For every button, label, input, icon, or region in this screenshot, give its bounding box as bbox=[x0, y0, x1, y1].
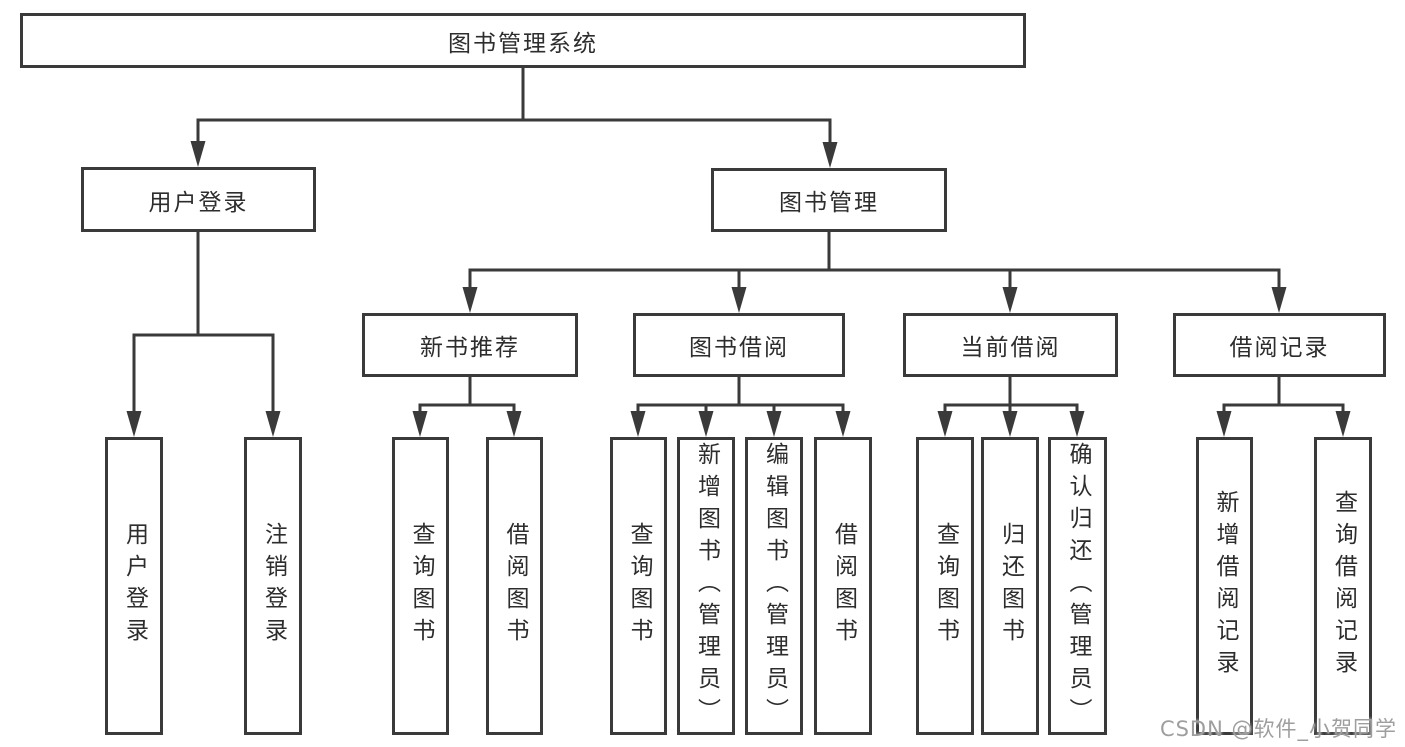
node-book-borrowing: 图书借阅 bbox=[633, 313, 845, 377]
node-root: 图书管理系统 bbox=[20, 13, 1026, 68]
node-book-management: 图书管理 bbox=[711, 168, 947, 232]
leaf-user-login: 用户登录 bbox=[105, 437, 163, 735]
leaf-query-borrow-record: 查询借阅记录 bbox=[1314, 437, 1372, 735]
leaf-query-books-current: 查询图书 bbox=[916, 437, 974, 735]
leaf-query-books-current-label: 查询图书 bbox=[932, 522, 959, 650]
leaf-add-books-admin-label: 新增图书（管理员） bbox=[693, 442, 720, 730]
leaf-confirm-return-admin-label: 确认归还（管理员） bbox=[1065, 442, 1091, 730]
leaf-query-books-recommend-label: 查询图书 bbox=[408, 522, 434, 650]
leaf-logout-login: 注销登录 bbox=[244, 437, 302, 735]
node-new-book-recommend: 新书推荐 bbox=[362, 313, 578, 377]
leaf-add-borrow-record-label: 新增借阅记录 bbox=[1212, 490, 1238, 682]
leaf-query-books-borrowing: 查询图书 bbox=[610, 437, 667, 735]
leaf-query-books-borrowing-label: 查询图书 bbox=[626, 522, 652, 650]
leaf-edit-books-admin-label: 编辑图书（管理员） bbox=[761, 442, 788, 730]
leaf-logout-login-label: 注销登录 bbox=[260, 522, 287, 650]
node-book-borrowing-label: 图书借阅 bbox=[689, 335, 789, 361]
leaf-add-borrow-record: 新增借阅记录 bbox=[1196, 437, 1253, 735]
leaf-confirm-return-admin: 确认归还（管理员） bbox=[1048, 437, 1107, 735]
node-current-borrowing: 当前借阅 bbox=[903, 313, 1118, 377]
node-new-book-recommend-label: 新书推荐 bbox=[420, 335, 520, 361]
leaf-borrow-books-recommend-label: 借阅图书 bbox=[502, 522, 528, 650]
leaf-query-books-recommend: 查询图书 bbox=[392, 437, 449, 735]
node-borrowing-records: 借阅记录 bbox=[1173, 313, 1386, 377]
node-root-label: 图书管理系统 bbox=[448, 30, 598, 57]
node-user-login: 用户登录 bbox=[81, 167, 316, 232]
node-book-management-label: 图书管理 bbox=[779, 190, 879, 216]
leaf-return-books-label: 归还图书 bbox=[997, 522, 1024, 650]
leaf-borrow-books-borrowing: 借阅图书 bbox=[814, 437, 872, 735]
leaf-edit-books-admin: 编辑图书（管理员） bbox=[745, 437, 803, 735]
leaf-user-login-label: 用户登录 bbox=[121, 522, 148, 650]
csdn-watermark: CSDN @软件_小贺同学 bbox=[1159, 717, 1397, 741]
leaf-borrow-books-borrowing-label: 借阅图书 bbox=[830, 522, 857, 650]
leaf-return-books: 归还图书 bbox=[981, 437, 1039, 735]
leaf-query-borrow-record-label: 查询借阅记录 bbox=[1330, 490, 1357, 682]
node-borrowing-records-label: 借阅记录 bbox=[1229, 335, 1330, 361]
node-current-borrowing-label: 当前借阅 bbox=[960, 335, 1061, 361]
leaf-add-books-admin: 新增图书（管理员） bbox=[677, 437, 735, 735]
leaf-borrow-books-recommend: 借阅图书 bbox=[486, 437, 543, 735]
node-user-login-label: 用户登录 bbox=[148, 189, 249, 216]
